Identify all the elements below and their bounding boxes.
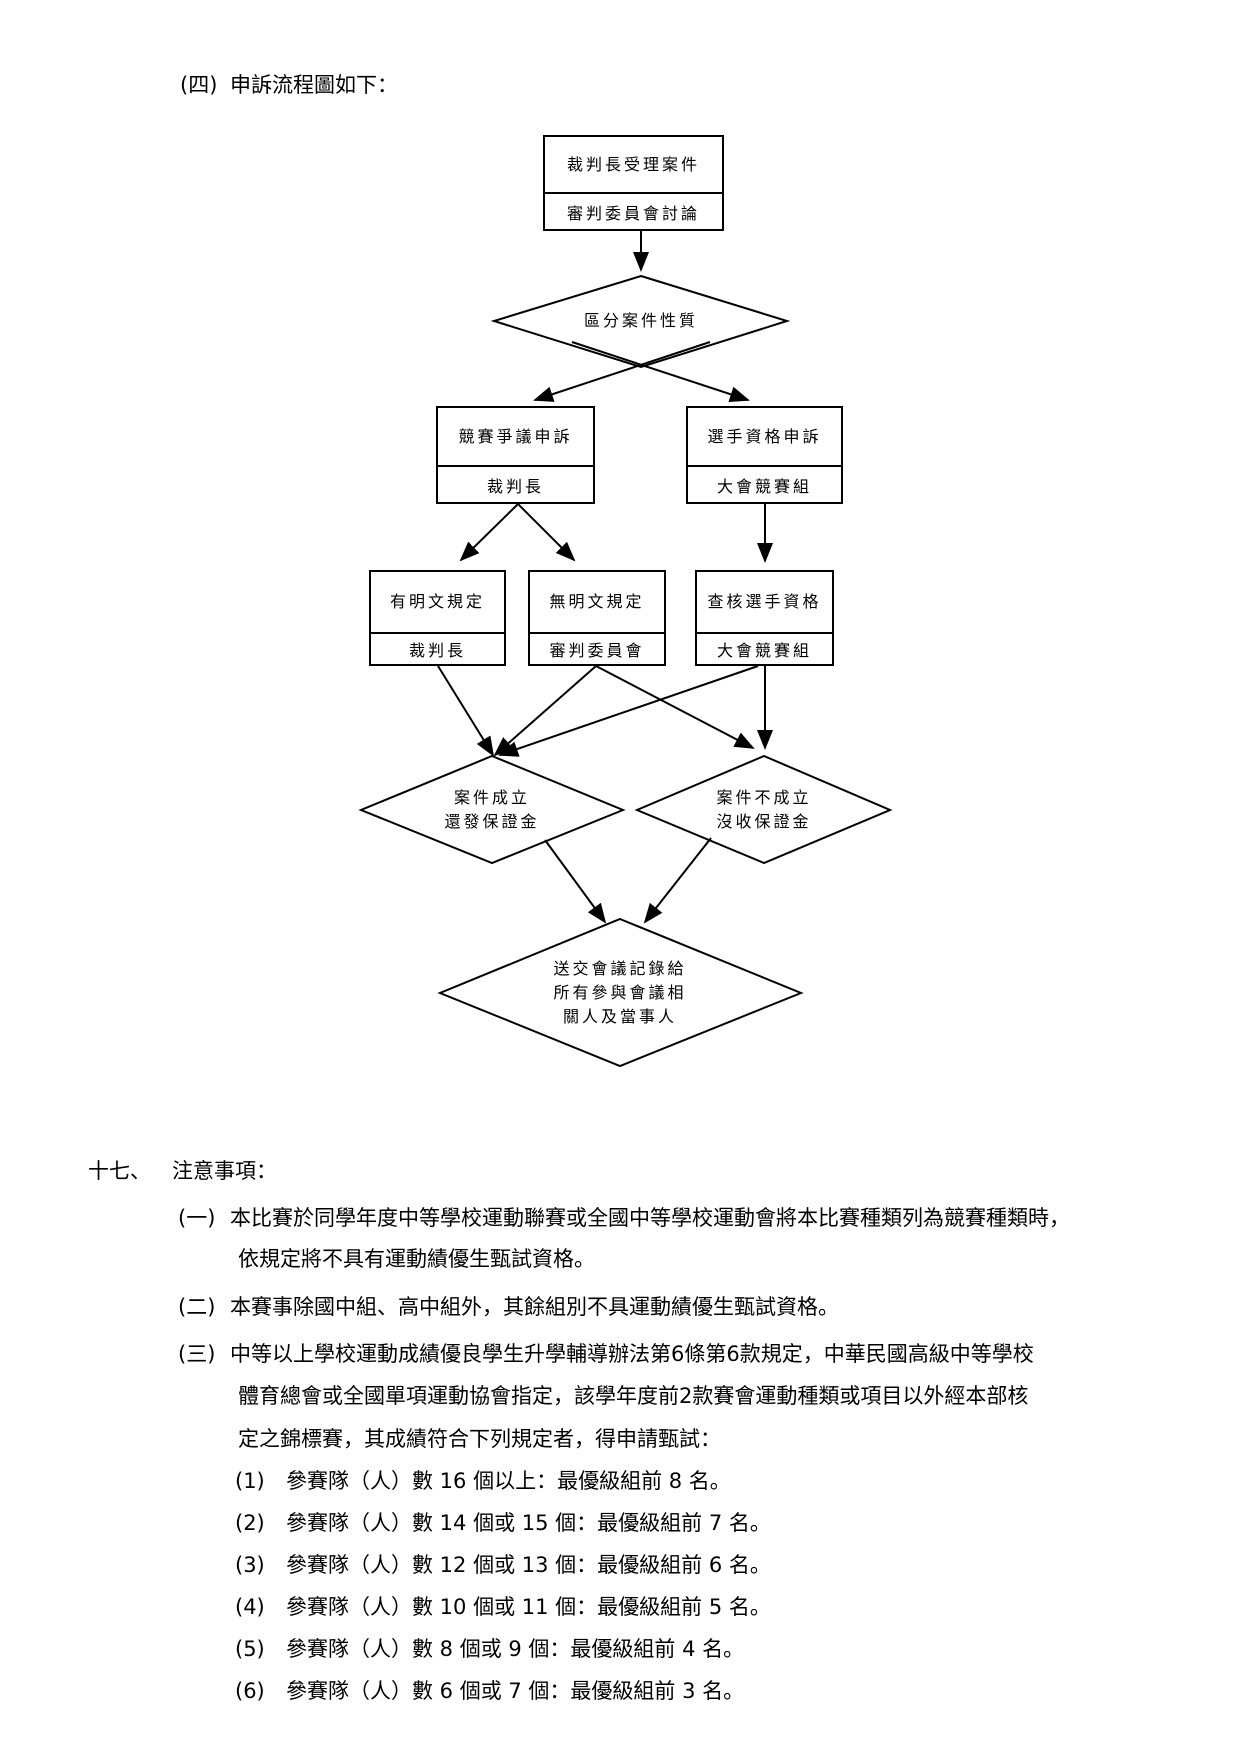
eligibility-appeal-box: 選手資格申訴 大會競賽組 [686,406,843,504]
sub-item-num: (1) [235,1469,265,1493]
label-line: 案件不成立 [716,788,812,807]
box-owner: 大會競賽組 [716,641,812,660]
box-title: 無明文規定 [530,572,664,634]
label-line: 所有參與會議相 [553,983,687,1002]
notes-title: 注意事項： [172,1159,277,1183]
note-line: 中等以上學校運動成績優良學生升學輔導辦法第6條第6款規定，中華民國高級中等學校 [230,1342,1034,1366]
sub-item-text: 參賽隊（人）數 8 個或 9 個：最優級組前 4 名。 [286,1637,745,1661]
box-title: 選手資格申訴 [688,408,841,467]
note-num: (三) [178,1342,216,1366]
note-line: 體育總會或全國單項運動協會指定，該學年度前2款賽會運動種類或項目以外經本部核 [238,1384,1029,1408]
decision-diamond [490,274,791,369]
sub-item-num: (5) [235,1637,265,1661]
outcome-no-diamond [634,754,893,865]
note-num: (二) [178,1295,216,1319]
label-line: 關人及當事人 [562,1007,678,1026]
box-title: 查核選手資格 [697,572,832,634]
box-owner: 審判委員會 [549,641,645,660]
note-line: 依規定將不具有運動績優生甄試資格。 [238,1247,595,1271]
box-title: 有明文規定 [371,572,504,634]
final-diamond [437,917,804,1068]
final-label: 送交會議記錄給 所有參與會議相 關人及當事人 [553,957,686,1029]
section-number: (四) [180,73,218,97]
label-line: 送交會議記錄給 [553,959,687,978]
start-box-title: 裁判長受理案件 [545,137,722,194]
box-owner: 大會競賽組 [716,476,812,496]
sub-item-text: 參賽隊（人）數 10 個或 11 個：最優級組前 5 名。 [286,1595,771,1619]
outcome-yes-diamond [358,754,626,865]
notes-number: 十七、 [88,1159,151,1183]
note-line: 定之錦標賽，其成績符合下列規定者，得申請甄試： [238,1427,721,1451]
decision-label: 區分案件性質 [583,311,699,330]
sub-item-num: (2) [235,1511,265,1535]
note-num: (一) [178,1206,216,1230]
box-title: 競賽爭議申訴 [438,408,593,467]
section-heading: 申訴流程圖如下： [230,73,398,97]
explicit-rule-box: 有明文規定 裁判長 [369,570,506,666]
label-line: 沒收保證金 [716,812,812,831]
sub-item-num: (4) [235,1595,265,1619]
start-box-owner: 審判委員會討論 [566,203,700,223]
start-box: 裁判長受理案件 審判委員會討論 [543,135,724,231]
eligibility-check-box: 查核選手資格 大會競賽組 [695,570,834,666]
sub-item-text: 參賽隊（人）數 14 個或 15 個：最優級組前 7 名。 [286,1511,771,1535]
sub-item-text: 參賽隊（人）數 12 個或 13 個：最優級組前 6 名。 [286,1553,771,1577]
label-line: 案件成立 [453,788,531,807]
outcome-yes-label: 案件成立 還發保證金 [444,786,539,834]
note-line: 本比賽於同學年度中等學校運動聯賽或全國中等學校運動會將本比賽種類列為競賽種類時， [230,1206,1070,1230]
arrow-to-competition-dispute [533,341,711,402]
sub-item-num: (6) [235,1679,265,1703]
outcome-no-label: 案件不成立 沒收保證金 [716,786,811,834]
note-line: 本賽事除國中組、高中組外，其餘組別不具運動績優生甄試資格。 [230,1295,839,1319]
flowchart-connectors [358,231,893,1068]
sub-item-text: 參賽隊（人）數 16 個以上：最優級組前 8 名。 [286,1469,731,1493]
arrow-to-eligibility-appeal [571,341,750,402]
arrow-to-explicit-rule [459,503,519,562]
no-explicit-rule-box: 無明文規定 審判委員會 [528,570,666,666]
sub-item-text: 參賽隊（人）數 6 個或 7 個：最優級組前 3 名。 [286,1679,745,1703]
label-line: 還發保證金 [444,812,540,831]
box-owner: 裁判長 [408,641,466,660]
competition-dispute-box: 競賽爭議申訴 裁判長 [436,406,595,504]
arrow-to-no-explicit-rule [517,503,576,562]
box-owner: 裁判長 [486,476,544,496]
sub-item-num: (3) [235,1553,265,1577]
